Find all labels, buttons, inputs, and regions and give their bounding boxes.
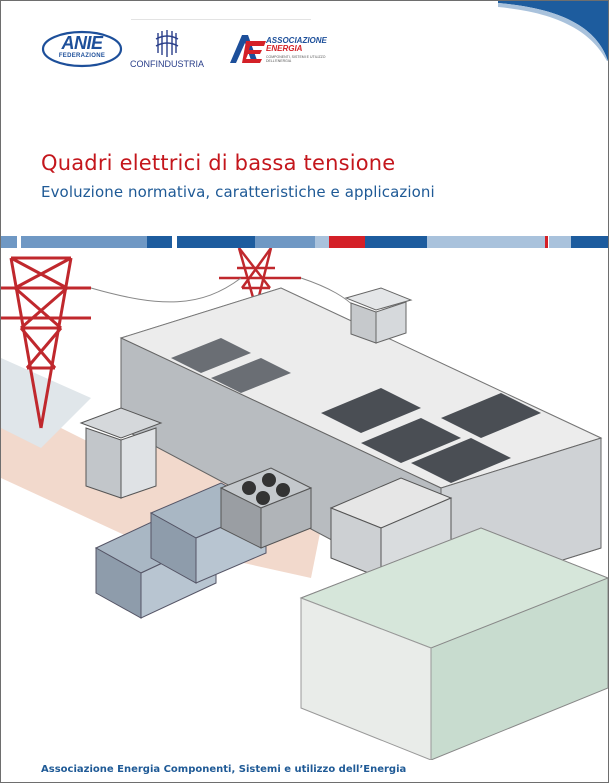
cover-footer: Associazione Energia Componenti, Sistemi…	[41, 764, 407, 775]
anie-logo-icon	[41, 30, 123, 68]
cover-title: Quadri elettrici di bassa tensione	[41, 151, 396, 175]
guard-booth	[79, 407, 163, 499]
server-rack-rows	[171, 338, 541, 483]
datacenter-illustration	[1, 248, 608, 760]
control-room	[329, 477, 453, 579]
associazione-energia-logo-name: ASSOCIAZIONE ENERGIA	[266, 37, 327, 53]
green-slab	[299, 527, 608, 760]
logo-row: ANIE FEDERAZIONE CONFINDUSTRIA ASSOCIAZI…	[1, 19, 608, 89]
energia-line: ENERGIA	[266, 44, 303, 53]
right-kiosk	[344, 287, 413, 344]
confindustria-eagle-icon	[155, 30, 179, 57]
cooling-unit	[219, 467, 313, 549]
associazione-line: ASSOCIAZIONE	[266, 36, 327, 45]
pylon-left-icon	[1, 256, 91, 429]
anie-logo-name: ANIE	[61, 33, 103, 53]
associazione-energia-mark-icon	[230, 35, 266, 63]
header-divider	[131, 19, 311, 20]
corner-swoosh-graphic	[498, 1, 608, 61]
cover-subtitle: Evoluzione normativa, caratteristiche e …	[41, 183, 435, 201]
color-stripe-band	[1, 236, 608, 248]
anie-logo-sub: FEDERAZIONE	[58, 53, 106, 59]
confindustria-logo-name: CONFINDUSTRIA	[130, 59, 204, 69]
associazione-energia-logo-sub: COMPONENTI, SISTEMI E UTILIZZO DELL'ENER…	[266, 55, 326, 63]
